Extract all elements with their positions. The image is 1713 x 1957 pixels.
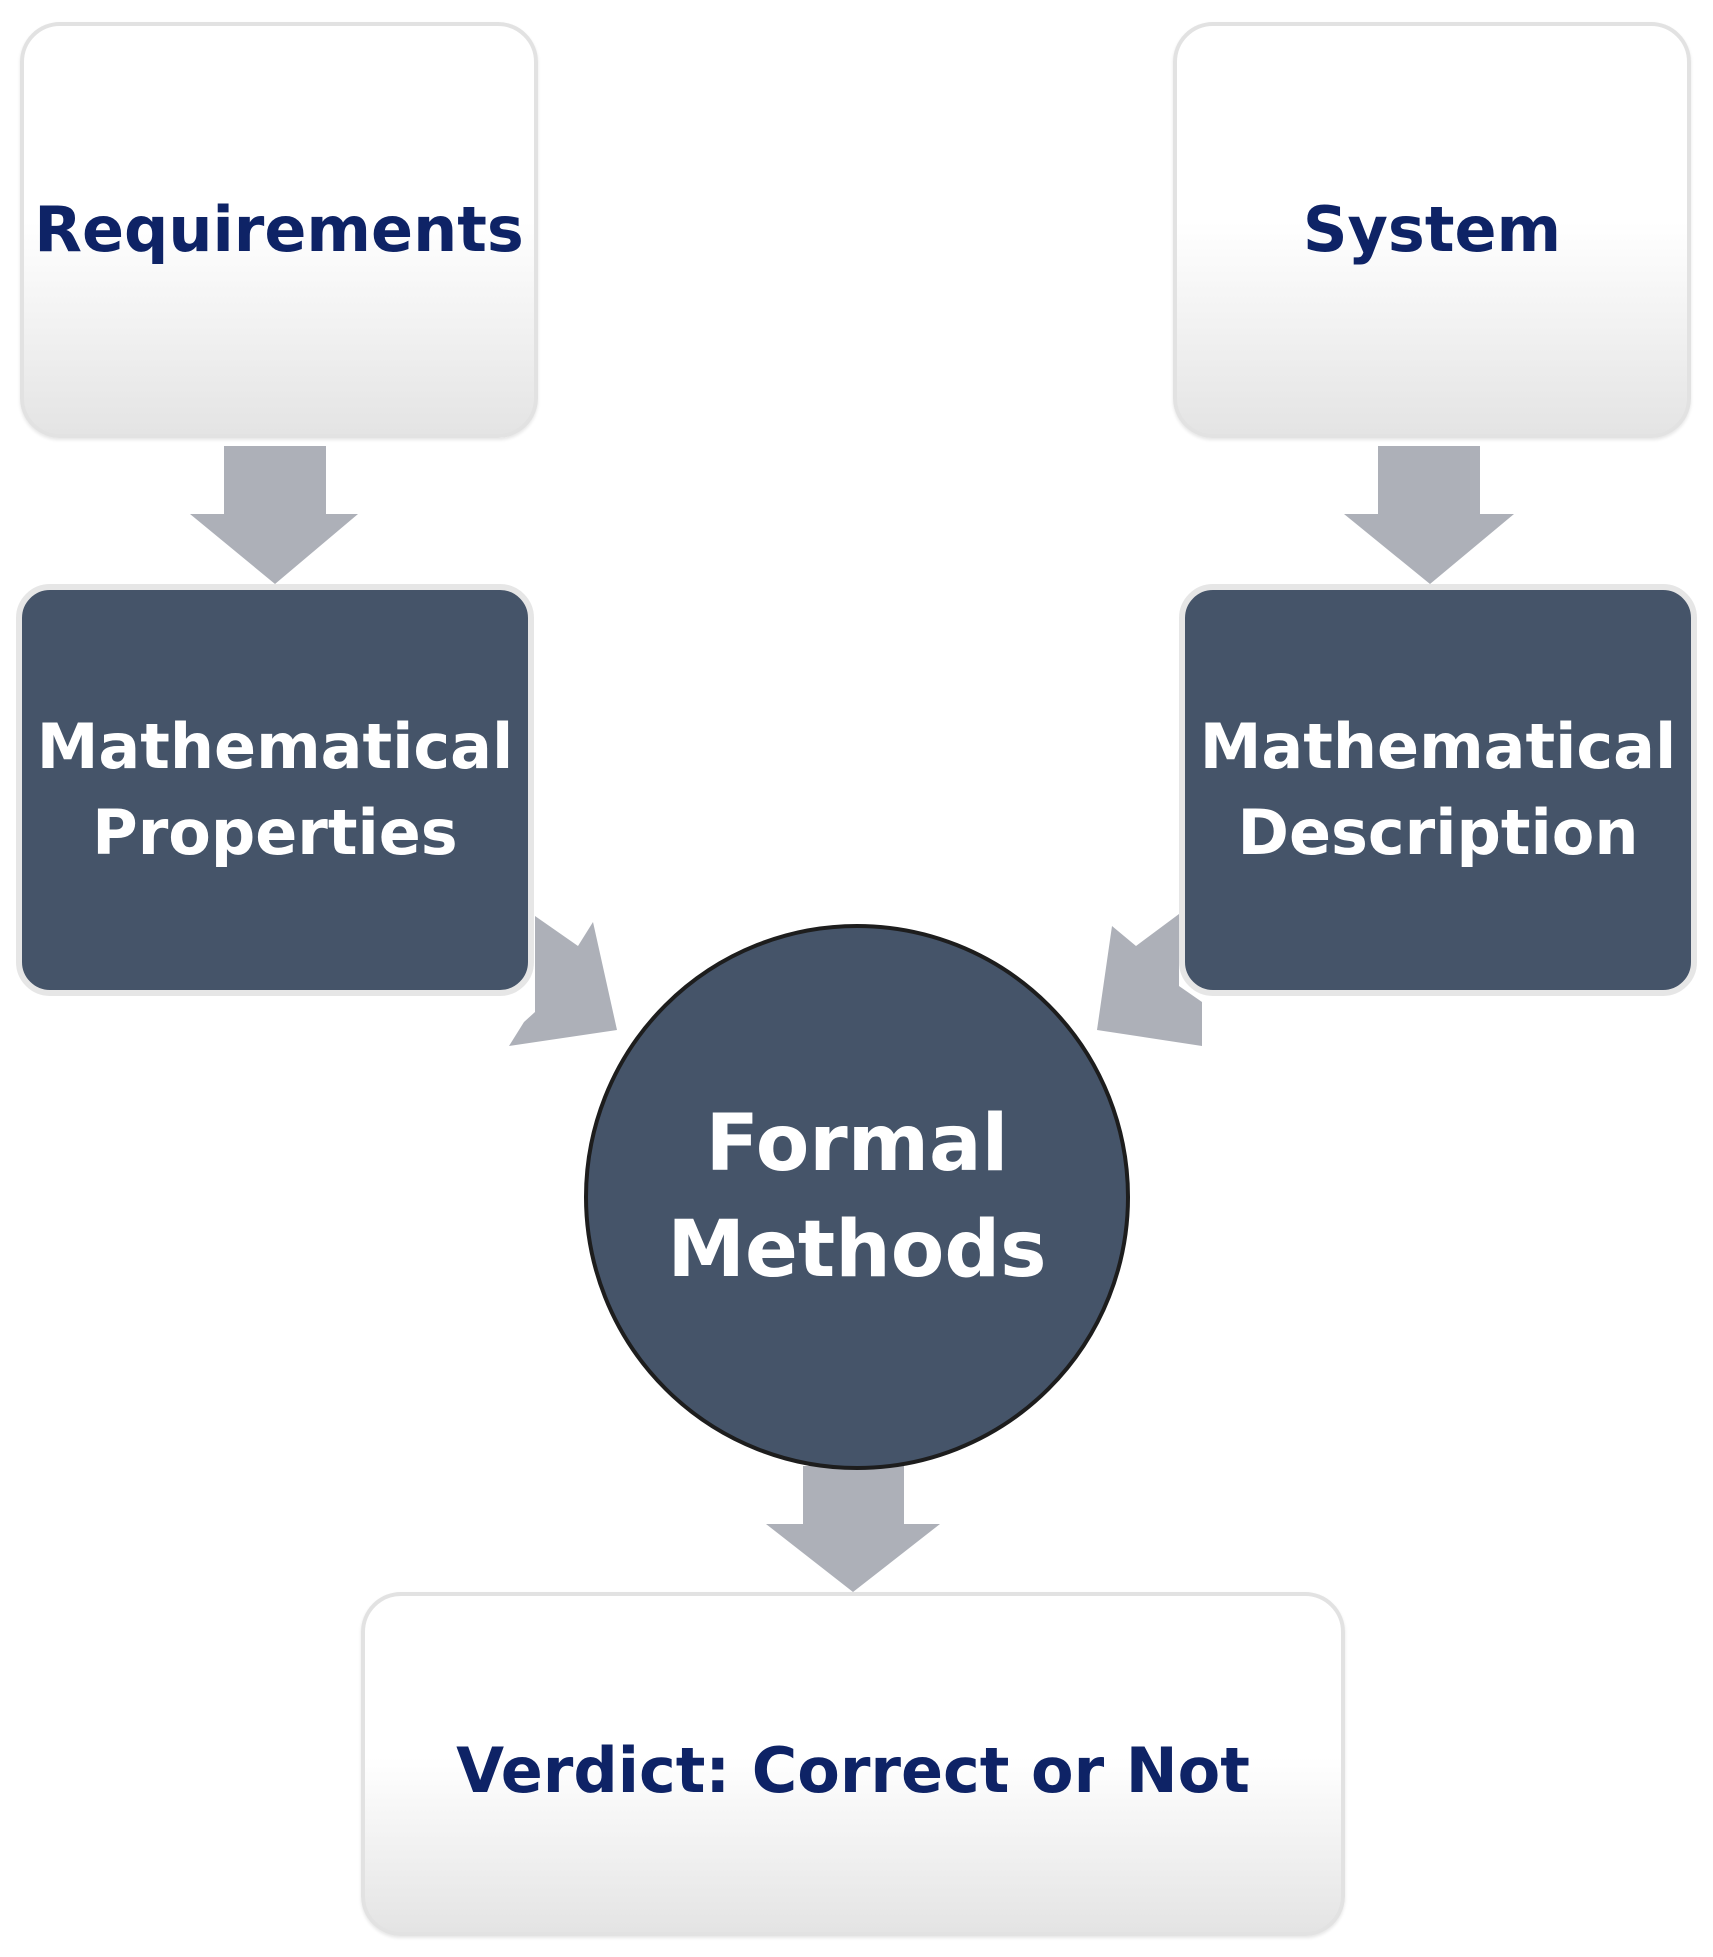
system-box: System (1173, 22, 1691, 438)
mathematical-properties-label: Mathematical Properties (37, 704, 514, 875)
system-label: System (1302, 192, 1562, 266)
arrow-formal-methods-to-verdict (766, 1466, 940, 1592)
mathematical-description-label: Mathematical Description (1200, 704, 1677, 875)
arrow-system-to-description (1344, 446, 1514, 584)
formal-methods-label: Formal Methods (667, 1091, 1046, 1303)
mathematical-properties-box: Mathematical Properties (16, 584, 534, 996)
mathematical-properties-line-2: Properties (92, 796, 458, 869)
formal-methods-line-1: Formal (705, 1098, 1009, 1189)
arrow-requirements-to-properties (190, 446, 358, 584)
requirements-label: Requirements (34, 192, 524, 266)
mathematical-properties-line-1: Mathematical (36, 710, 514, 784)
mathematical-description-box: Mathematical Description (1179, 584, 1697, 996)
verdict-label: Verdict: Correct or Not (456, 1733, 1250, 1807)
mathematical-description-line-2: Description (1237, 796, 1639, 869)
formal-methods-line-2: Methods (667, 1205, 1047, 1295)
arrow-properties-to-formal-methods (509, 916, 617, 1046)
formal-methods-circle: Formal Methods (584, 924, 1130, 1470)
arrow-description-to-formal-methods (1097, 914, 1202, 1046)
requirements-box: Requirements (20, 22, 538, 438)
verdict-box: Verdict: Correct or Not (361, 1592, 1345, 1936)
mathematical-description-line-1: Mathematical (1199, 710, 1677, 784)
